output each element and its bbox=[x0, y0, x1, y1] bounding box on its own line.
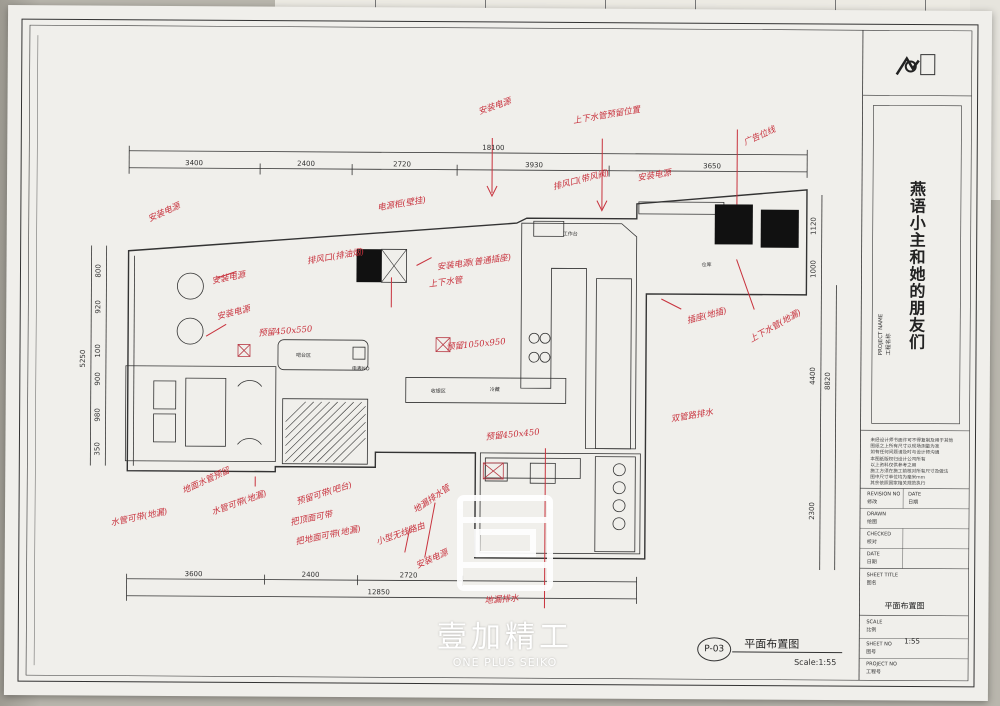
sheet-frame bbox=[17, 18, 979, 688]
dim-left-6: 980 bbox=[93, 408, 102, 422]
dim-top-total: 18100 bbox=[482, 143, 505, 153]
project-name: 燕语小主和她的朋友们 bbox=[906, 180, 927, 351]
dim-right-3: 4400 bbox=[808, 367, 817, 385]
dim-right-4: 8820 bbox=[823, 372, 832, 391]
dim-left-1: 800 bbox=[94, 264, 103, 278]
watermark-text-cn: 壹加精工 bbox=[437, 620, 573, 655]
dim-left-5: 900 bbox=[93, 372, 102, 386]
tb-sheet-no-label: SHEET NO bbox=[866, 641, 892, 648]
tb-sheet-title-label-cn: 图名 bbox=[866, 580, 877, 587]
drawing-scale: Scale:1:55 bbox=[794, 657, 837, 668]
label-storage: 仓库 bbox=[701, 262, 712, 269]
label-cold: 冷藏 bbox=[489, 386, 500, 394]
tb-note: 其余依照国家相关规范执行 bbox=[870, 481, 926, 488]
tb-sheet-title-value: 平面布置图 bbox=[884, 601, 925, 611]
tb-project-name-label-cn: 工程名称 bbox=[885, 333, 893, 356]
tb-project-name-label: PROJECT NAME bbox=[877, 313, 885, 356]
dim-right-1: 1120 bbox=[809, 217, 818, 235]
tb-checked-label: CHECKED bbox=[866, 531, 892, 538]
tb-project-no-label-cn: 工程号 bbox=[866, 669, 882, 676]
dim-right-2: 1000 bbox=[809, 260, 818, 278]
tb-scale-label-cn: 比例 bbox=[866, 627, 877, 634]
label-electric: 电表NO bbox=[351, 366, 370, 373]
dim-top-5: 3650 bbox=[703, 162, 721, 171]
dim-bottom-2: 2400 bbox=[301, 570, 320, 579]
tb-project-no-label: PROJECT NO bbox=[866, 661, 897, 668]
tb-date-label: DATE bbox=[908, 491, 922, 498]
tb-date2-label: DATE bbox=[866, 551, 880, 558]
dim-top-3: 2720 bbox=[393, 160, 412, 169]
floor-plan bbox=[89, 129, 837, 609]
watermark-logo-icon bbox=[457, 495, 553, 591]
tb-notes: 未经设计师书面许可不得复制及用于其他 图纸之上所有尺寸以现场测量为准 如有任何问… bbox=[870, 438, 970, 488]
dim-left-2: 920 bbox=[94, 300, 103, 314]
dim-right-5: 2300 bbox=[807, 502, 817, 520]
label-checkout: 收银区 bbox=[430, 388, 446, 395]
dim-bottom-1: 3600 bbox=[184, 570, 203, 579]
drawing-sheet: 18100 3400 2400 2720 3930 3650 12850 360… bbox=[3, 5, 993, 701]
tb-revision-label-cn: 修改 bbox=[867, 499, 878, 506]
label-misc: 工作台 bbox=[562, 231, 578, 238]
dim-bottom-total: 12850 bbox=[367, 588, 390, 597]
drawing-title: 平面布置图 bbox=[744, 637, 800, 651]
dim-top-1: 3400 bbox=[185, 159, 204, 168]
watermark-text-en: ONE PLUS SEIKO bbox=[452, 656, 558, 669]
tb-scale-label: SCALE bbox=[866, 619, 883, 626]
label-bar: 吧台区 bbox=[295, 352, 312, 359]
dim-top-4: 3930 bbox=[525, 161, 544, 170]
tb-date2-label-cn: 日期 bbox=[866, 559, 877, 566]
tb-date-label-cn: 日期 bbox=[908, 499, 919, 506]
dim-top-2: 2400 bbox=[297, 159, 316, 168]
tb-sheet-no-label-cn: 图号 bbox=[866, 649, 877, 656]
dim-left-7: 350 bbox=[93, 442, 102, 456]
dim-left-4: 100 bbox=[93, 344, 103, 358]
sheet-code-badge: P-03 bbox=[697, 637, 732, 662]
tb-scale-value: 1:55 bbox=[904, 637, 921, 646]
tb-drawn-label: DRAWN bbox=[867, 511, 886, 518]
dim-left-3: 5250 bbox=[78, 349, 88, 368]
firm-logo bbox=[895, 54, 936, 76]
tb-drawn-label-cn: 绘图 bbox=[866, 519, 878, 526]
tb-revision-label: REVISION NO bbox=[867, 491, 901, 498]
tb-checked-label-cn: 校对 bbox=[866, 539, 877, 546]
tb-sheet-title-label: SHEET TITLE bbox=[866, 572, 899, 579]
